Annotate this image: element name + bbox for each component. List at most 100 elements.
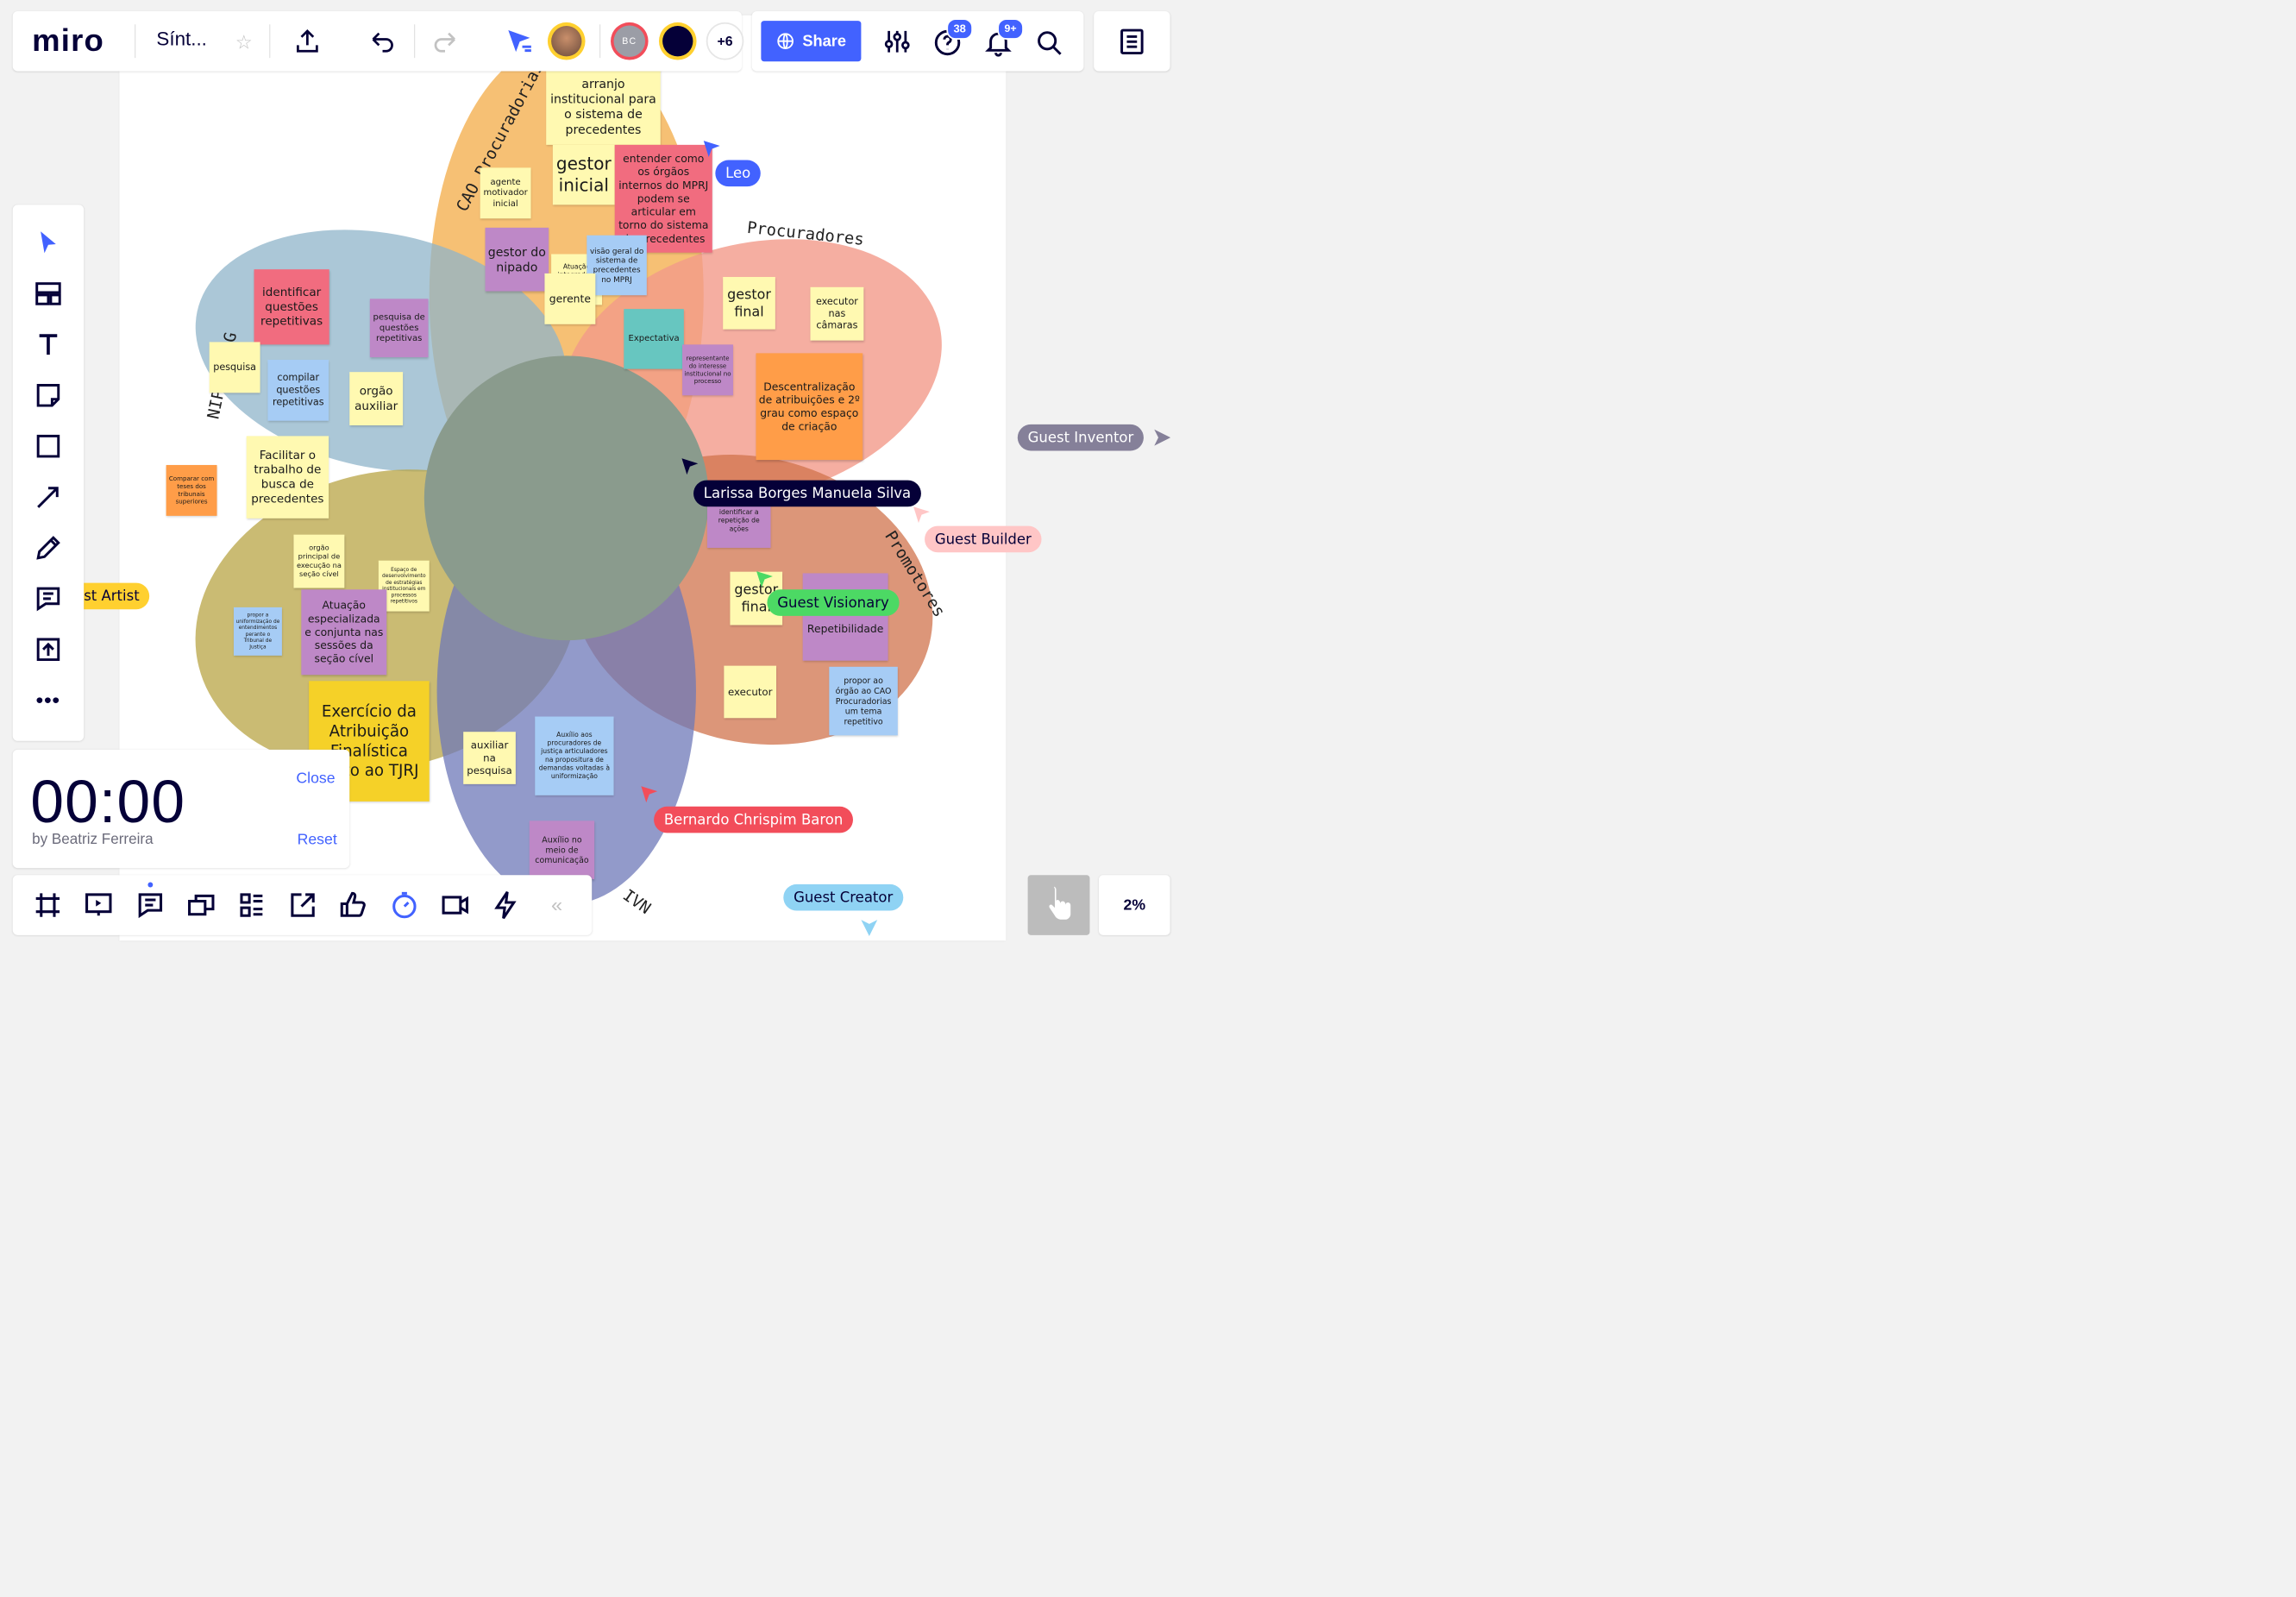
sticky-arranjo[interactable]: arranjo institucional para o sistema de … (546, 68, 661, 145)
comment-icon[interactable] (33, 583, 63, 613)
help-badge: 38 (946, 18, 973, 40)
cursor-arrow-inventor (1154, 429, 1171, 446)
undo-icon[interactable] (368, 28, 397, 56)
sticky-auxilio-proc[interactable]: Auxílio aos procuradores de justiça arti… (535, 716, 614, 795)
sticky-gestor-nipado[interactable]: gestor do nipado (485, 227, 549, 292)
cursor-arrow-larissa (681, 458, 699, 475)
cursor-label-visionary: Guest Visionary (767, 589, 900, 616)
select-cursor-icon[interactable] (33, 228, 63, 258)
sticky-note-icon[interactable] (33, 380, 63, 411)
sticky-agente[interactable]: agente motivador inicial (480, 167, 531, 219)
sticky-orgao-principal[interactable]: orgão principal de execução na seção cív… (293, 534, 345, 588)
cursor-arrow-builder (913, 506, 930, 524)
top-toolbar: miro Sínt... ☆ BC +6 (12, 10, 744, 72)
timer-icon[interactable] (389, 890, 421, 921)
sticky-comparar[interactable]: Comparar com teses dos tribunais superio… (166, 464, 217, 516)
redo-icon[interactable] (430, 28, 459, 56)
sticky-compilar[interactable]: compilar questões repetitivas (267, 360, 329, 421)
sticky-descentralizacao[interactable]: Descentralização de atribuições e 2º gra… (756, 353, 863, 461)
sticky-auxilio-meio[interactable]: Auxílio no meio de comunicação (529, 821, 595, 880)
connector-arrow-icon[interactable] (33, 481, 63, 512)
divider (599, 24, 601, 59)
more-users-count[interactable]: +6 (706, 22, 744, 60)
more-tools-icon[interactable]: ••• (35, 688, 61, 712)
cursor-label-larissa: Larissa Borges Manuela Silva (693, 480, 921, 507)
timer-widget: 00:00 by Beatriz Ferreira Close Reset (12, 749, 350, 869)
sticky-atuacao-esp[interactable]: Atuação especializada e conjunta nas ses… (301, 589, 387, 676)
sticky-facilitar[interactable]: Facilitar o trabalho de busca de precede… (246, 436, 329, 519)
cursor-arrow-visionary (756, 571, 773, 588)
sticky-gestor-inicial[interactable]: gestor inicial (552, 144, 615, 205)
cursor-label-artist: st Artist (71, 582, 150, 610)
cursor-arrow-leo (703, 141, 720, 158)
zoom-level[interactable]: 2% (1099, 875, 1170, 935)
cursor-label-builder: Guest Builder (925, 525, 1042, 553)
avatar-1[interactable] (547, 22, 586, 60)
list-icon[interactable] (236, 890, 268, 921)
timer-display: 00:00 (30, 768, 186, 836)
board-title[interactable]: Sínt... (156, 28, 207, 50)
miro-logo[interactable]: miro (32, 22, 104, 59)
share-screen-icon[interactable] (287, 890, 319, 921)
upload-icon[interactable] (33, 634, 63, 664)
cursor-label-inventor: Guest Inventor (1017, 424, 1145, 451)
flower-center (423, 355, 709, 641)
search-icon[interactable] (1034, 28, 1064, 58)
sticky-espaco[interactable]: Espaço de desenvolvimento de estratégias… (378, 560, 430, 612)
top-right-toolbar: Share 38 9+ (751, 10, 1084, 72)
export-icon[interactable] (293, 28, 322, 56)
cursor-label-leo: Leo (715, 160, 762, 187)
timer-owner: by Beatriz Ferreira (32, 831, 154, 847)
comments-list-icon[interactable] (135, 890, 166, 921)
sticky-auxiliar[interactable]: auxiliar na pesquisa (463, 732, 516, 784)
star-icon[interactable]: ☆ (235, 31, 253, 53)
hand-pointer-icon (1049, 886, 1071, 920)
sticky-executor[interactable]: executor (724, 665, 777, 719)
left-toolbar: ••• (12, 204, 85, 741)
follow-cursor-icon[interactable] (505, 27, 535, 57)
sticky-gestor-final-1[interactable]: gestor final (723, 277, 775, 330)
frame-icon[interactable] (32, 890, 64, 921)
cursor-arrow-bernardo (641, 786, 658, 803)
sticky-propor-uniform[interactable]: propor a uniformização de entendimentos … (233, 607, 282, 656)
sticky-propor-orgao[interactable]: propor ao órgão ao CAO Procuradorias um … (829, 666, 898, 736)
sticky-representante[interactable]: representante do interesse institucional… (682, 344, 733, 396)
video-call-icon[interactable] (440, 890, 472, 921)
pen-icon[interactable] (33, 532, 63, 563)
cards-icon[interactable] (185, 890, 217, 921)
avatar-3[interactable] (658, 22, 697, 60)
globe-icon (777, 33, 794, 50)
collapse-toolbar-icon[interactable]: « (551, 893, 563, 916)
sticky-visao[interactable]: visão geral do sistema de precedentes no… (587, 235, 647, 296)
shape-tool-icon[interactable] (33, 431, 63, 461)
share-button[interactable]: Share (761, 21, 862, 62)
avatar-bc[interactable]: BC (611, 22, 649, 60)
text-tool-icon[interactable] (33, 330, 63, 360)
cursor-arrow-creator (861, 920, 878, 936)
sticky-entender[interactable]: entender como os órgãos internos do MPRJ… (614, 144, 712, 253)
active-dot (147, 882, 154, 888)
thumbs-up-icon[interactable] (338, 890, 370, 921)
bottom-toolbar: « (12, 875, 593, 935)
timer-close-button[interactable]: Close (296, 770, 336, 787)
sticky-executor-camaras[interactable]: executor nas câmaras (810, 286, 864, 341)
timer-reset-button[interactable]: Reset (297, 831, 337, 848)
settings-sliders-icon[interactable] (883, 28, 912, 56)
divider (414, 24, 416, 59)
lightning-icon[interactable] (490, 890, 522, 921)
share-label: Share (802, 32, 847, 50)
document-icon (1120, 28, 1144, 55)
notes-panel-button[interactable] (1094, 10, 1170, 72)
sticky-identificar[interactable]: identificar questões repetitivas (254, 269, 329, 345)
cursor-label-creator: Guest Creator (783, 883, 904, 911)
divider (269, 24, 271, 59)
templates-icon[interactable] (33, 279, 63, 309)
sticky-expectativa[interactable]: Expectativa (624, 309, 684, 369)
hand-tool-button[interactable] (1027, 875, 1090, 935)
sticky-pesquisa-questoes[interactable]: pesquisa de questões repetitivas (369, 299, 429, 358)
sticky-pesquisa[interactable]: pesquisa (209, 342, 260, 393)
presentation-icon[interactable] (83, 890, 115, 921)
sticky-orgao-auxiliar[interactable]: orgão auxiliar (349, 372, 404, 426)
sticky-gerente[interactable]: gerente (544, 273, 596, 324)
sticky-repetibilidade[interactable]: Repetibilidade (802, 573, 888, 661)
